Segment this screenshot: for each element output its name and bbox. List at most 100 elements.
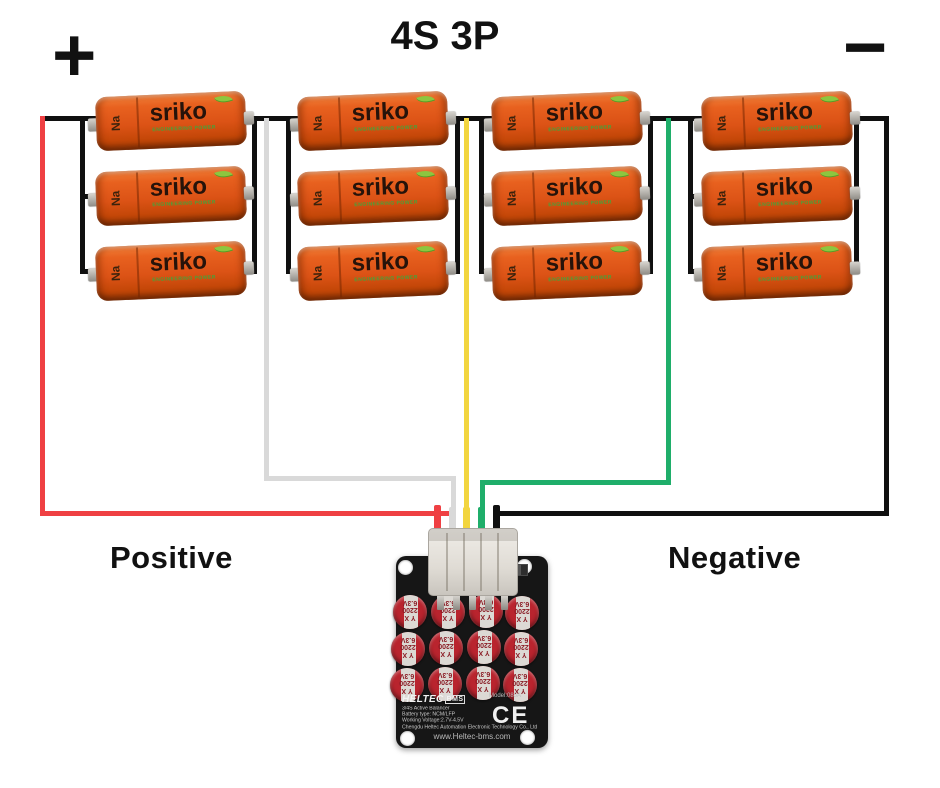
board-model-label: Model:085A [489,693,522,699]
capacitor-stripe [400,668,416,702]
leaf-icon [820,166,840,182]
battery-terminal-right [849,261,861,275]
connector-pin [485,594,492,610]
battery-cell-g4-2: Na sriko ENGINEERING POWER [693,165,861,227]
battery-chemistry-label: Na [714,115,730,132]
battery-cell-g3-2: Na sriko ENGINEERING POWER [483,165,651,227]
capacitor-stripe [476,666,492,700]
leaf-icon [820,91,840,107]
battery-chemistry-label: Na [504,115,520,132]
battery-body: Na sriko ENGINEERING POWER [700,240,854,302]
connector-lead-yellow [463,507,470,533]
battery-terminal-right [849,186,861,200]
balance-connector [428,528,518,596]
board-spec-line4: Chengdu Heltec Automation Electronic Tec… [402,724,538,730]
battery-cap-seam [531,172,537,223]
connector-groove [446,533,448,591]
connector-groove [497,533,499,591]
battery-terminal-right [445,261,457,275]
battery-terminal-right [849,111,861,125]
battery-cap-seam [135,247,141,298]
battery-body: Na sriko ENGINEERING POWER [490,90,644,152]
connector-groove [480,533,482,591]
wire-balance-white-horizontal [264,476,456,481]
battery-chemistry-label: Na [310,115,326,132]
battery-cap-seam [337,247,343,298]
battery-chemistry-label: Na [310,190,326,207]
battery-terminal-right [243,261,255,275]
battery-brand-label: sriko [545,247,604,277]
leaf-icon [820,241,840,257]
battery-cell-g2-3: Na sriko ENGINEERING POWER [289,240,457,302]
battery-cap-seam [531,247,537,298]
battery-terminal-right [445,111,457,125]
battery-cap-seam [741,247,747,298]
leaf-icon [214,241,234,257]
battery-cell-g3-3: Na sriko ENGINEERING POWER [483,240,651,302]
battery-body: Na sriko ENGINEERING POWER [94,90,248,152]
battery-brand-label: sriko [755,172,814,202]
ce-mark: CE [492,702,530,729]
battery-terminal-right [243,111,255,125]
battery-brand-label: sriko [149,97,208,127]
battery-terminal-right [639,261,651,275]
leaf-icon [610,241,630,257]
battery-brand-label: sriko [545,97,604,127]
battery-chemistry-label: Na [714,265,730,282]
battery-body: Na sriko ENGINEERING POWER [296,90,450,152]
wire-balance-green-horizontal [480,480,671,485]
connector-lead-black [493,505,500,533]
leaf-icon [610,91,630,107]
connector-groove [463,533,465,591]
board-website-label: www.Heltec-bms.com [433,732,511,741]
leaf-icon [214,91,234,107]
battery-terminal-right [243,186,255,200]
connector-pin [453,594,460,610]
battery-body: Na sriko ENGINEERING POWER [296,165,450,227]
battery-body: Na sriko ENGINEERING POWER [490,240,644,302]
leaf-icon [416,91,436,107]
connector-pin [501,594,508,610]
wire-balance-white-drop [451,476,456,534]
battery-cap-seam [741,97,747,148]
battery-brand-label: sriko [351,172,410,202]
board-spec-text: 3/4S Active Balancer Battery type: NCM/L… [402,706,553,731]
battery-body: Na sriko ENGINEERING POWER [94,165,248,227]
board-spec-line2: Battery type: NCM/LFP [402,712,456,718]
capacitor-stripe [439,631,455,665]
capacitor-stripe [477,630,493,664]
battery-cell-g2-2: Na sriko ENGINEERING POWER [289,165,457,227]
mounting-hole [398,560,413,575]
capacitor-stripe [438,667,454,701]
battery-brand-label: sriko [545,172,604,202]
wire-negative-vertical [884,116,889,516]
battery-cap-seam [135,172,141,223]
wire-balance-white-vertical [264,118,269,480]
battery-chemistry-label: Na [504,190,520,207]
battery-chemistry-label: Na [310,265,326,282]
positive-terminal-symbol: + [52,13,97,98]
heltec-logo-suffix: BMS [444,695,466,704]
battery-body: Na sriko ENGINEERING POWER [490,165,644,227]
capacitor-stripe [513,668,529,702]
capacitor-stripe [401,632,417,666]
battery-body: Na sriko ENGINEERING POWER [700,90,854,152]
battery-chemistry-label: Na [714,190,730,207]
leaf-icon [416,241,436,257]
battery-cap-seam [741,172,747,223]
